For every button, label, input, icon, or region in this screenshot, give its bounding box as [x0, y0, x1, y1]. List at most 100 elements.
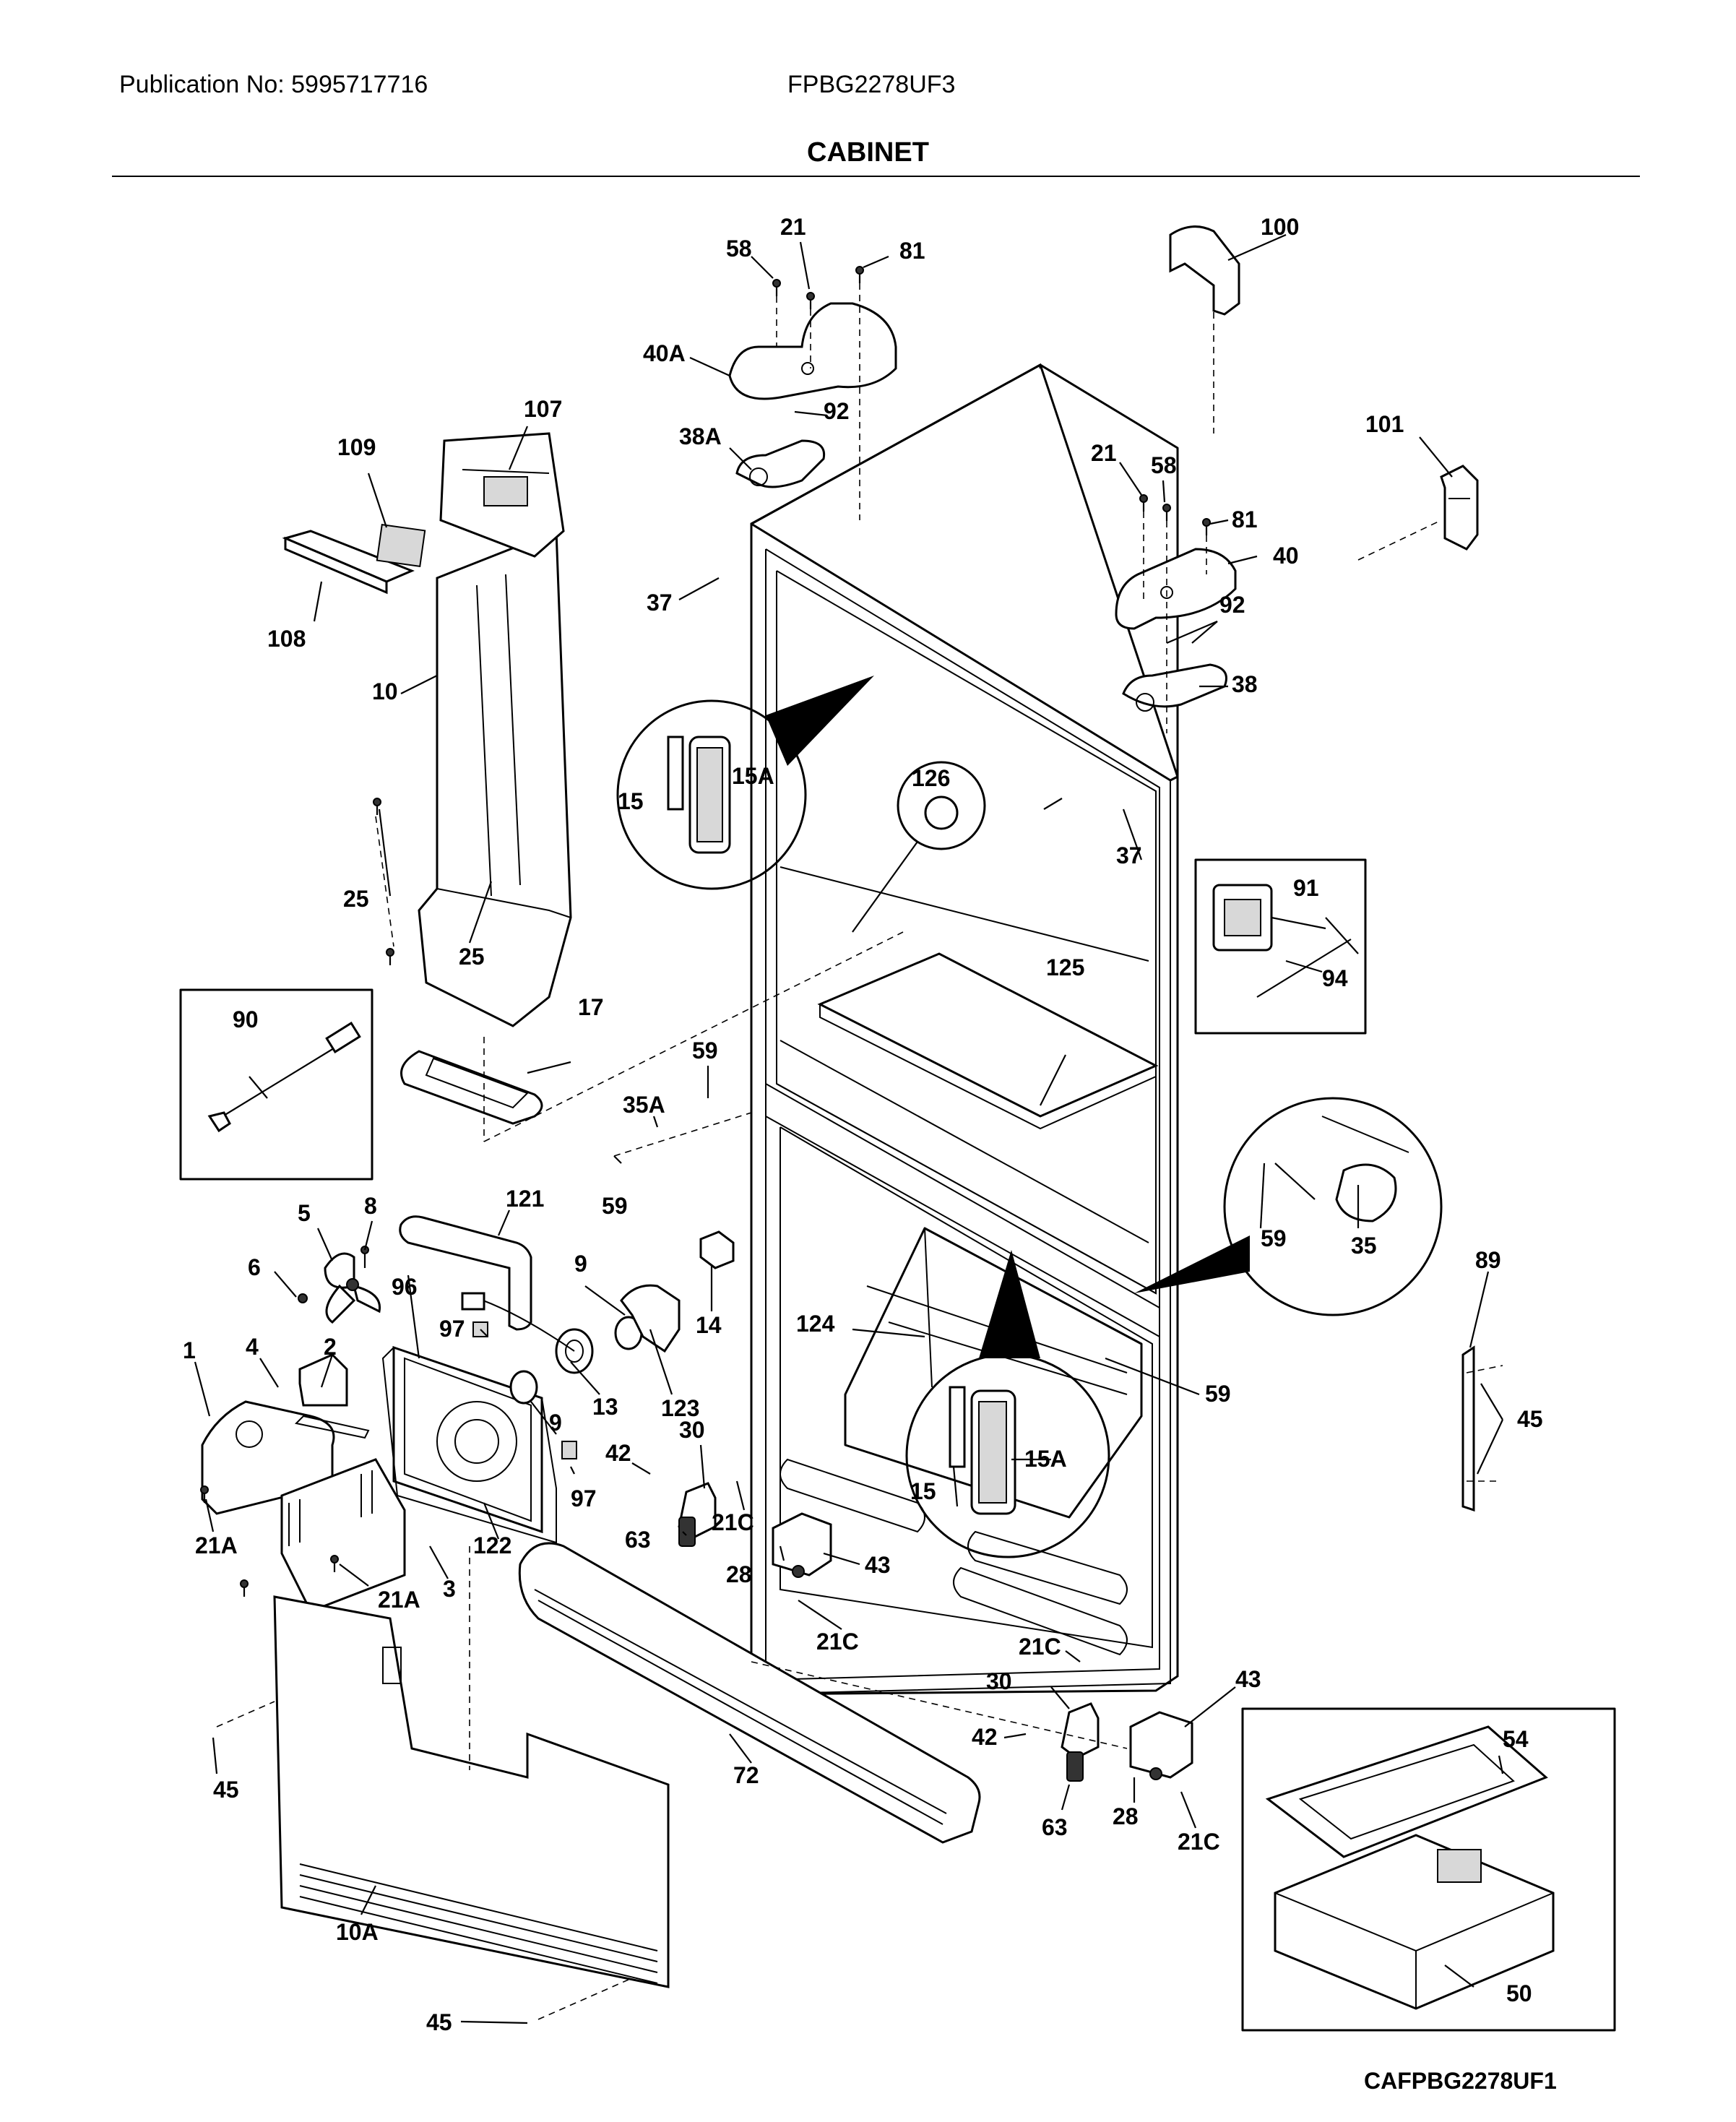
callout-14: 14 [696, 1312, 722, 1338]
hinge-38 [1122, 663, 1227, 712]
callout-21A-b: 21A [378, 1587, 420, 1613]
callout-89: 89 [1475, 1247, 1501, 1273]
callout-81-top: 81 [899, 238, 925, 264]
duct-top-107 [439, 432, 565, 558]
callout-40: 40 [1273, 543, 1299, 569]
callout-9-b: 9 [549, 1410, 562, 1436]
shroud-frame-122 [381, 1346, 557, 1544]
callout-126: 126 [912, 765, 950, 791]
callout-30-a: 30 [679, 1417, 705, 1443]
callout-72: 72 [733, 1762, 759, 1788]
model-number: FPBG2278UF3 [787, 71, 956, 98]
shelf-125 [817, 952, 1159, 1130]
assembly-lines [216, 283, 1503, 2020]
hinge-38A [735, 439, 826, 488]
toe-grille-72 [518, 1542, 981, 1844]
callout-63-b: 63 [1042, 1814, 1068, 1840]
header-rule [112, 176, 1640, 177]
callout-15-a: 15 [618, 788, 644, 814]
callout-25-a: 25 [343, 886, 369, 912]
grommet-9 [509, 1316, 643, 1405]
callout-124: 124 [796, 1311, 835, 1337]
callout-121: 121 [506, 1186, 544, 1212]
callout-28-a: 28 [726, 1561, 752, 1587]
callout-25-b: 25 [459, 944, 485, 970]
callout-21C-a: 21C [712, 1509, 754, 1535]
callout-40A: 40A [643, 340, 686, 366]
box-90 [179, 988, 373, 1181]
callout-21C-b: 21C [816, 1629, 859, 1655]
callout-59-d: 59 [1205, 1381, 1231, 1407]
air-duct-10 [418, 529, 572, 1027]
callout-4: 4 [246, 1334, 259, 1360]
callout-43-b: 43 [1235, 1666, 1261, 1692]
callout-63-a: 63 [625, 1527, 651, 1553]
callout-97-b: 97 [571, 1485, 597, 1511]
filter-108 [282, 530, 415, 595]
filter-frame-109 [376, 523, 426, 568]
leveler-63 [678, 1517, 1084, 1782]
callout-37-right: 37 [1116, 842, 1142, 868]
panel-vents [299, 1863, 658, 1984]
detail-circle-top [616, 676, 874, 890]
callout-38: 38 [1232, 671, 1258, 697]
callout-109: 109 [337, 434, 376, 460]
callout-58-top: 58 [726, 236, 752, 262]
callout-15-b: 15 [910, 1478, 936, 1504]
callout-labels: 21 58 81 100 40A 92 38A 107 109 101 21 5… [183, 214, 1543, 2035]
callout-35: 35 [1351, 1233, 1377, 1259]
callout-10A: 10A [336, 1919, 379, 1945]
callout-6: 6 [248, 1254, 261, 1280]
callout-100: 100 [1261, 214, 1299, 240]
bracket-121 [399, 1215, 532, 1331]
callout-21C-d: 21C [1178, 1829, 1220, 1855]
callout-8: 8 [364, 1193, 377, 1219]
detail-circle-bottom [905, 1250, 1110, 1558]
callout-21A-a: 21A [195, 1532, 238, 1558]
callout-2: 2 [324, 1334, 337, 1360]
hinge-cover-40 [1115, 548, 1237, 630]
callout-107: 107 [524, 396, 562, 422]
callout-101: 101 [1365, 411, 1404, 437]
callout-123: 123 [661, 1395, 699, 1421]
callout-59-b: 59 [602, 1193, 628, 1219]
fan-blade-5 [324, 1252, 381, 1324]
hinge-bracket-100 [1169, 225, 1240, 316]
callout-42-a: 42 [605, 1440, 631, 1466]
publication-number: Publication No: 5995717716 [119, 71, 428, 98]
callout-54: 54 [1503, 1726, 1529, 1752]
motor-bracket-123 [620, 1284, 681, 1353]
callout-91: 91 [1293, 875, 1319, 901]
box-91-94 [1194, 858, 1367, 1035]
callout-122: 122 [473, 1532, 511, 1558]
callout-10: 10 [372, 678, 398, 704]
callout-21C-c: 21C [1019, 1634, 1061, 1660]
callout-50: 50 [1506, 1980, 1532, 2006]
callout-3: 3 [443, 1576, 456, 1602]
callout-21-top: 21 [780, 214, 806, 240]
callout-9-a: 9 [574, 1251, 587, 1277]
detail-circle-right [1134, 1097, 1443, 1316]
duct-seal-17 [400, 1050, 543, 1125]
callout-92-top: 92 [824, 398, 850, 424]
callout-37-left: 37 [647, 590, 673, 616]
callout-81-mid: 81 [1232, 506, 1258, 532]
diagram-title: CABINET [807, 137, 929, 168]
callout-59-a: 59 [692, 1038, 718, 1064]
hinge-bracket-101 [1440, 465, 1479, 551]
side-panel-89 [1461, 1345, 1475, 1512]
lower-panel-10A [273, 1595, 670, 1988]
cover-2 [294, 1353, 370, 1439]
callout-97-a: 97 [439, 1316, 465, 1342]
callout-108: 108 [267, 626, 306, 652]
screws-left [200, 798, 394, 1597]
callout-15A-b: 15A [1024, 1446, 1067, 1472]
callout-96: 96 [392, 1274, 418, 1300]
callout-38A: 38A [679, 423, 722, 449]
callout-21-mid: 21 [1091, 440, 1117, 466]
callout-5: 5 [298, 1200, 311, 1226]
callout-43-a: 43 [865, 1552, 891, 1578]
hinge-cover-40A [728, 302, 897, 400]
leader-lines [194, 233, 1504, 2024]
